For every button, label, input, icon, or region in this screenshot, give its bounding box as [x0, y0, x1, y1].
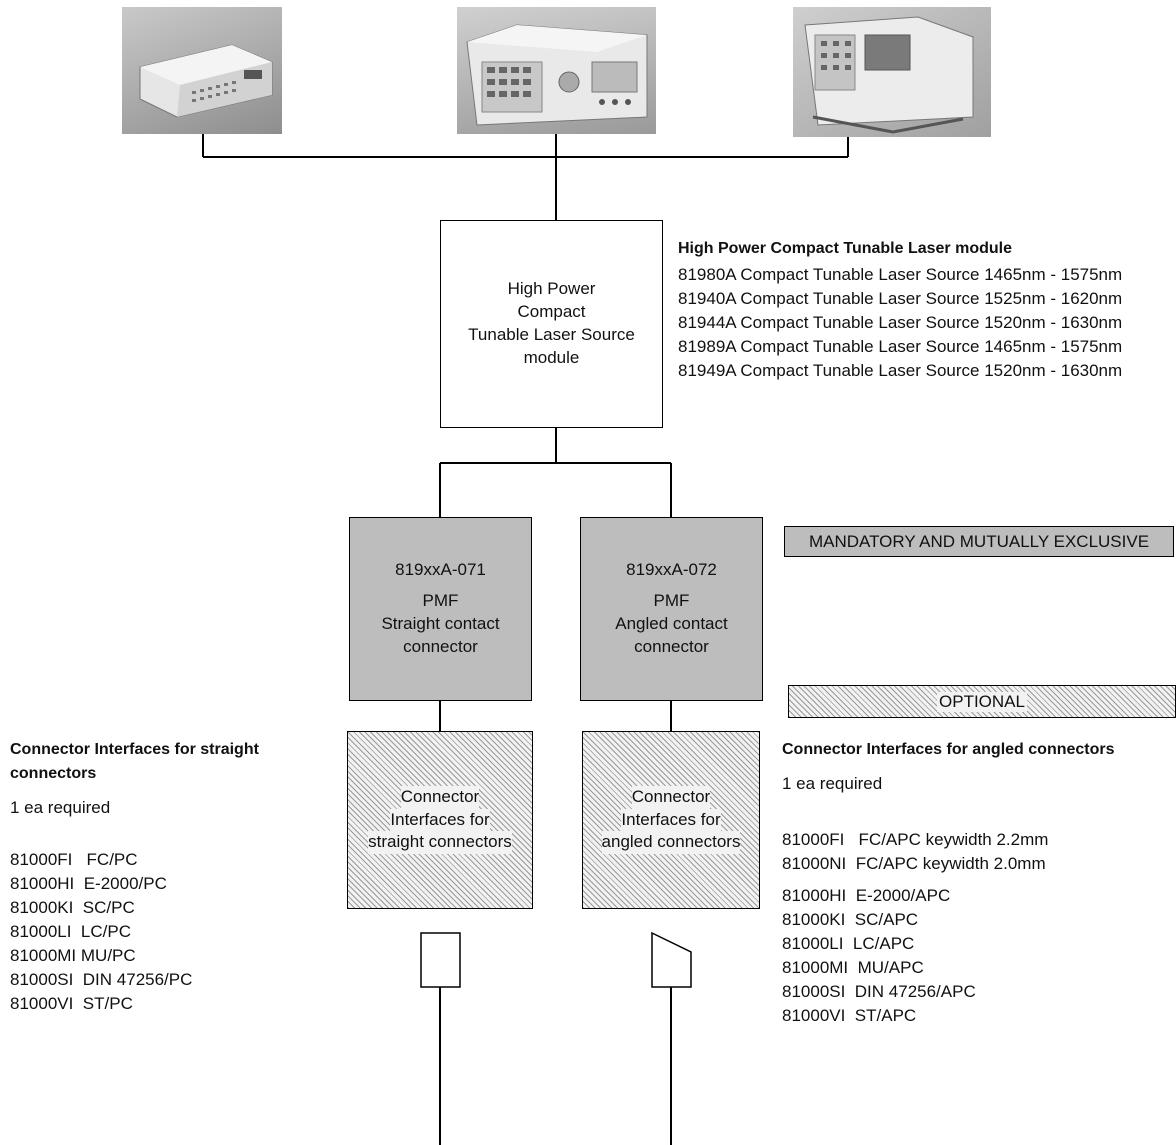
angled-info-required: 1 ea required: [782, 774, 883, 793]
module-box-line-1: High Power: [507, 279, 596, 299]
module-item: 81949A Compact Tunable Laser Source 1520…: [678, 361, 1123, 380]
angled-iface-line-1: Connector: [631, 785, 711, 809]
mainframe-photo-3: [793, 7, 991, 137]
angled-connector-list-2: 81000HI E-2000/APC 81000KI SC/APC 81000L…: [782, 884, 1115, 1028]
angled-connector-shape: [651, 931, 692, 988]
angled-iface-line-3: angled connectors: [601, 831, 741, 855]
angled-connector-item: 81000NI FC/APC keywidth 2.0mm: [782, 854, 1046, 873]
module-box-line-4: module: [523, 347, 580, 367]
straight-info-title-2: connectors: [10, 765, 97, 782]
straight-interfaces-box: Connector Interfaces for straight connec…: [347, 731, 533, 909]
option-071-number: 819xxA-071: [395, 560, 486, 580]
module-item: 81989A Compact Tunable Laser Source 1465…: [678, 337, 1123, 356]
angled-connector-item: 81000LI LC/APC: [782, 934, 915, 953]
angled-connector-item: 81000FI FC/APC keywidth 2.2mm: [782, 830, 1049, 849]
option-071-box: 819xxA-071 PMF Straight contact connecto…: [349, 517, 532, 701]
angled-connector-item: 81000MI MU/APC: [782, 958, 924, 977]
mandatory-label: MANDATORY AND MUTUALLY EXCLUSIVE: [808, 531, 1150, 551]
optional-label: OPTIONAL: [937, 691, 1027, 712]
straight-connector-item: 81000KI SC/PC: [10, 898, 135, 917]
angled-connector-list-1: 81000FI FC/APC keywidth 2.2mm 81000NI FC…: [782, 828, 1115, 876]
module-item: 81944A Compact Tunable Laser Source 1520…: [678, 313, 1123, 332]
angled-connector-item: 81000HI E-2000/APC: [782, 886, 951, 905]
straight-connector-shape: [420, 932, 461, 988]
module-box-line-3: Tunable Laser Source: [468, 325, 635, 344]
angled-connector-item: 81000VI ST/APC: [782, 1006, 917, 1025]
option-071-connector: connector: [403, 636, 478, 656]
module-item: 81980A Compact Tunable Laser Source 1465…: [678, 265, 1123, 284]
option-072-contact: Angled contact: [615, 614, 728, 633]
angled-connector-item: 81000KI SC/APC: [782, 910, 919, 929]
module-box-line-2: Compact: [517, 302, 586, 322]
straight-iface-line-2: Interfaces for: [390, 808, 490, 832]
straight-info-title-1: Connector Interfaces for straight: [10, 741, 259, 758]
straight-iface-line-3: straight connectors: [368, 831, 512, 855]
straight-connector-item: 81000FI FC/PC: [10, 850, 138, 869]
angled-interfaces-box: Connector Interfaces for angled connecto…: [582, 731, 760, 909]
angled-info-title: Connector Interfaces for angled connecto…: [782, 741, 1115, 758]
straight-connector-item: 81000HI E-2000/PC: [10, 874, 167, 893]
straight-connector-item: 81000LI LC/PC: [10, 922, 131, 941]
straight-info: Connector Interfaces for straight connec…: [10, 738, 259, 1016]
straight-connector-item: 81000VI ST/PC: [10, 994, 133, 1013]
module-list: 81980A Compact Tunable Laser Source 1465…: [678, 263, 1122, 383]
angled-connector-item: 81000SI DIN 47256/APC: [782, 982, 976, 1001]
angled-info: Connector Interfaces for angled connecto…: [782, 738, 1115, 1028]
option-071-fiber: PMF: [422, 591, 459, 611]
module-item: 81940A Compact Tunable Laser Source 1525…: [678, 289, 1123, 308]
optional-badge: OPTIONAL: [788, 685, 1176, 718]
straight-connector-list: 81000FI FC/PC 81000HI E-2000/PC 81000KI …: [10, 848, 259, 1016]
mainframe-photo-2: [457, 7, 656, 134]
module-info-title: High Power Compact Tunable Laser module: [678, 240, 1012, 257]
option-072-box: 819xxA-072 PMF Angled contact connector: [580, 517, 763, 701]
straight-connector-item: 81000SI DIN 47256/PC: [10, 970, 193, 989]
mainframe-photo-1: [122, 7, 282, 134]
straight-connector-item: 81000MI MU/PC: [10, 946, 136, 965]
straight-info-required: 1 ea required: [10, 798, 111, 817]
angled-iface-line-2: Interfaces for: [621, 808, 721, 832]
module-info: High Power Compact Tunable Laser module …: [678, 237, 1122, 383]
straight-iface-line-1: Connector: [400, 785, 480, 809]
option-072-fiber: PMF: [653, 591, 690, 611]
option-072-connector: connector: [634, 636, 709, 656]
tunable-laser-module-box: High Power Compact Tunable Laser Source …: [440, 220, 663, 428]
option-071-contact: Straight contact: [381, 614, 500, 633]
mandatory-badge: MANDATORY AND MUTUALLY EXCLUSIVE: [784, 526, 1174, 557]
option-072-number: 819xxA-072: [626, 560, 717, 580]
